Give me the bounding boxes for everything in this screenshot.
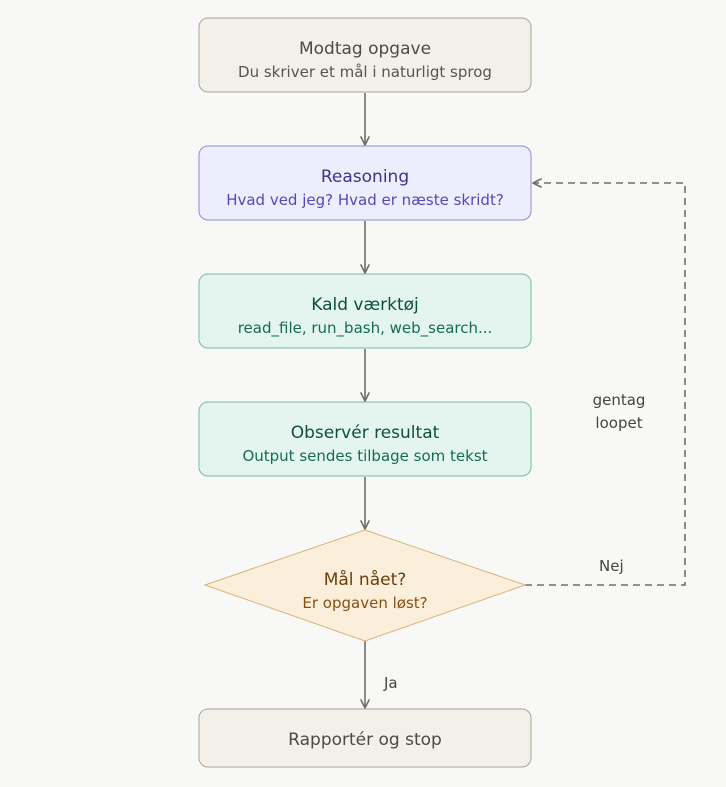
edge-label-loop-line1: gentag xyxy=(593,391,646,409)
arrow-loop-back xyxy=(525,178,686,586)
decision-title: Mål nået? xyxy=(324,569,407,590)
node-report-title: Rapportér og stop xyxy=(288,730,442,750)
node-tool-subtitle: read_file, run_bash, web_search... xyxy=(238,319,493,338)
node-reasoning-title: Reasoning xyxy=(321,167,409,187)
node-observe-box xyxy=(198,401,532,477)
node-tool-title: Kald værktøj xyxy=(311,295,419,315)
node-reasoning-box xyxy=(198,145,532,221)
node-receive-title: Modtag opgave xyxy=(299,39,431,59)
node-decision-goal: Mål nået? Er opgaven løst? xyxy=(203,529,527,642)
edge-label-yes: Ja xyxy=(383,674,398,692)
decision-subtitle: Er opgaven løst? xyxy=(302,594,427,612)
edge-label-no: Nej xyxy=(599,557,624,575)
node-report-stop: Rapportér og stop xyxy=(198,708,532,768)
node-receive-box xyxy=(198,17,532,93)
node-tool-box xyxy=(198,273,532,349)
node-reasoning-subtitle: Hvad ved jeg? Hvad er næste skridt? xyxy=(226,191,504,209)
node-observe-subtitle: Output sendes tilbage som tekst xyxy=(242,447,487,465)
node-receive-subtitle: Du skriver et mål i naturligt sprog xyxy=(238,63,492,81)
node-observe-result: Observér resultat Output sendes tilbage … xyxy=(198,401,532,477)
node-observe-title: Observér resultat xyxy=(291,423,440,443)
node-reasoning: Reasoning Hvad ved jeg? Hvad er næste sk… xyxy=(198,145,532,221)
node-receive-task: Modtag opgave Du skriver et mål i naturl… xyxy=(198,17,532,93)
node-call-tool: Kald værktøj read_file, run_bash, web_se… xyxy=(198,273,532,349)
node-report-box xyxy=(198,708,532,768)
decision-diamond xyxy=(203,529,527,642)
edge-label-loop-line2: loopet xyxy=(595,414,642,432)
